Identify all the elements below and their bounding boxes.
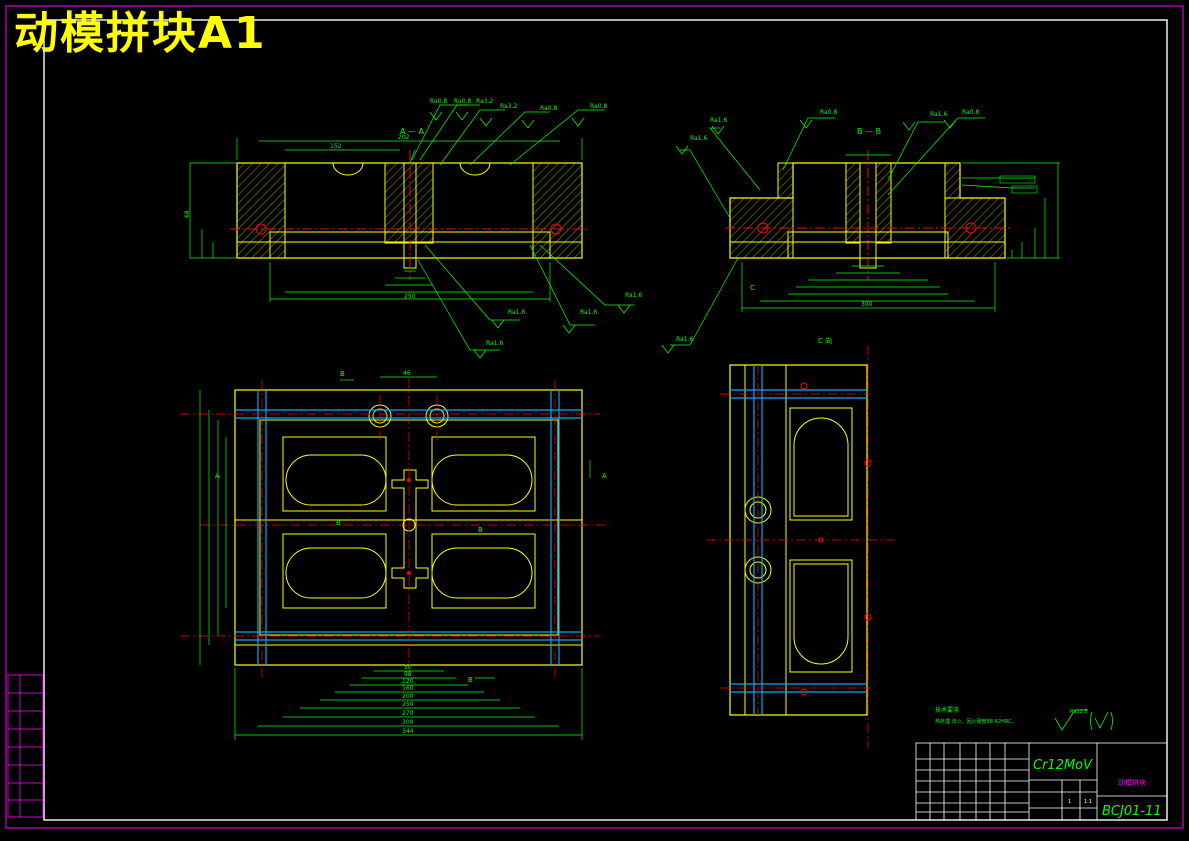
dim-plan-top: 46 <box>403 370 411 377</box>
ra-bb-4: Ra1.6 <box>930 111 947 118</box>
side-strip-table <box>7 674 44 818</box>
marker-c: C <box>750 284 755 292</box>
ra-aa-3: Ra3.2 <box>476 98 493 105</box>
notes-heading: 技术要求 <box>935 706 959 714</box>
ra-bb-5: Ra0.8 <box>962 109 979 116</box>
ra-bb-6: Ra1.6 <box>676 336 693 343</box>
ra-bb-1: Ra1.6 <box>690 135 707 142</box>
title-qty: 1 <box>1068 799 1071 805</box>
ra-aa-4: Ra3.2 <box>500 103 517 110</box>
dim-plan-w2: 300 <box>402 719 414 726</box>
dim-left-height: 68 <box>184 210 191 218</box>
page-title: 动模拼块A1 <box>14 8 267 59</box>
dim-plan-width: 344 <box>402 728 414 735</box>
section-bb-view: B — B 300 Ra1.6 Ra1.6 Ra0.8 Ra1.6 Ra0.8 … <box>661 109 1060 354</box>
view-c: C 向 <box>706 336 895 748</box>
marker-b-right: B <box>478 526 483 534</box>
dim-plan-w9: 50 <box>404 664 412 671</box>
dim-plan-w8: 98 <box>404 671 412 678</box>
title-part-name: 动模拼块 <box>1118 778 1146 787</box>
dim-top-width: 202 <box>398 134 410 141</box>
title-scale: 1:1 <box>1084 799 1092 805</box>
dim-plan-w3: 270 <box>402 710 414 717</box>
view-c-label: C 向 <box>818 336 832 345</box>
outer-frame <box>5 5 1184 829</box>
inner-frame <box>43 19 1168 821</box>
dim-plan-w4: 250 <box>402 701 414 708</box>
ra-bb-3: Ra0.8 <box>820 109 837 116</box>
title-material: Cr12MoV <box>1033 758 1093 773</box>
marker-a-left: A <box>215 472 220 480</box>
marker-b-top: B <box>340 370 345 378</box>
marker-b-bottom: B <box>468 676 473 684</box>
ra-aa-10: Ra1.6 <box>486 340 503 347</box>
ra-aa-2: Ra0.8 <box>454 98 471 105</box>
dim-plan-w6: 160 <box>402 685 414 692</box>
ra-aa-9: Ra1.6 <box>508 309 525 316</box>
section-aa-label: A — A <box>400 127 425 136</box>
section-bb-label: B — B <box>857 127 881 136</box>
marker-b-left: B <box>336 519 341 527</box>
ra-aa-8: Ra1.6 <box>580 309 597 316</box>
section-aa-view: A — A 202 152 68 250 Ra0.8 Ra0.8 Ra3.2 R… <box>184 98 642 359</box>
dim-plan-w7: 120 <box>402 678 414 685</box>
ra-aa-5: Ra0.8 <box>540 105 557 112</box>
ra-aa-7: Ra1.6 <box>625 292 642 299</box>
dim-aa-bottom: 250 <box>404 293 416 300</box>
title-drawing-no: BCJ01-11 <box>1102 804 1162 819</box>
dim-plan-w5: 200 <box>402 693 414 700</box>
dim-bb-bottom: 300 <box>861 301 873 308</box>
ra-aa-1: Ra0.8 <box>430 98 447 105</box>
marker-a-right: A <box>602 472 607 480</box>
plan-view: 46 344 300 270 250 200 160 120 98 50 A A… <box>180 370 610 740</box>
notes-roughness: Ra12.5 <box>1070 709 1088 715</box>
notes-body: 热处理 淬火，回火硬度58-62HRC。 <box>935 718 1017 725</box>
ra-bb-2: Ra1.6 <box>710 117 727 124</box>
title-block <box>915 742 1168 821</box>
ra-aa-6: Ra0.8 <box>590 103 607 110</box>
technical-notes: 技术要求 热处理 淬火，回火硬度58-62HRC。 Ra12.5 <box>935 706 1113 731</box>
dim-top-inner: 152 <box>330 143 342 150</box>
